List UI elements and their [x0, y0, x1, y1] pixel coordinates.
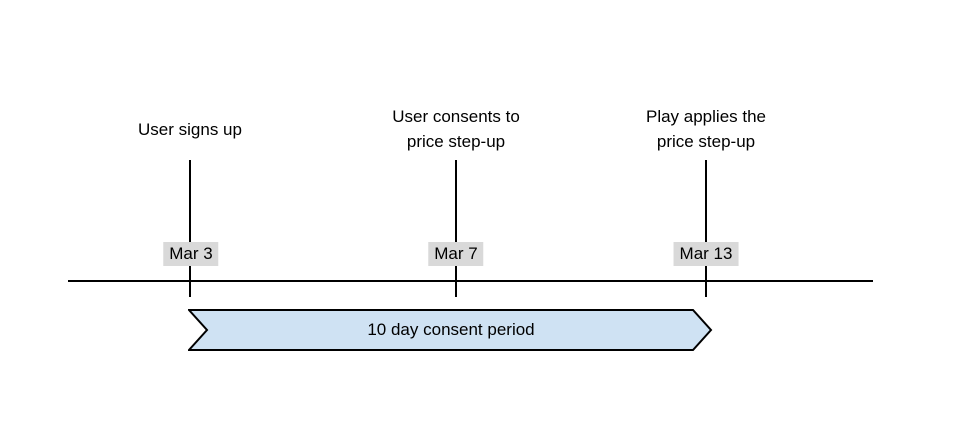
- event-apply-label: Play applies the price step-up: [645, 107, 767, 151]
- event-apply-date: Mar 13: [673, 242, 739, 266]
- consent-period-band: [188, 309, 713, 351]
- event-signup-label: User signs up: [138, 119, 242, 139]
- event-consent-date: Mar 7: [428, 242, 484, 266]
- timeline-axis: [68, 280, 873, 282]
- consent-period-label: 10 day consent period: [367, 320, 535, 339]
- event-consent-label: User consents to price step-up: [392, 107, 520, 151]
- event-signup-date: Mar 3: [163, 242, 219, 266]
- consent-period-band-shape: [188, 309, 713, 351]
- event-apply-tick: [705, 160, 707, 297]
- event-consent-tick: [455, 160, 457, 297]
- event-signup-tick: [189, 160, 191, 297]
